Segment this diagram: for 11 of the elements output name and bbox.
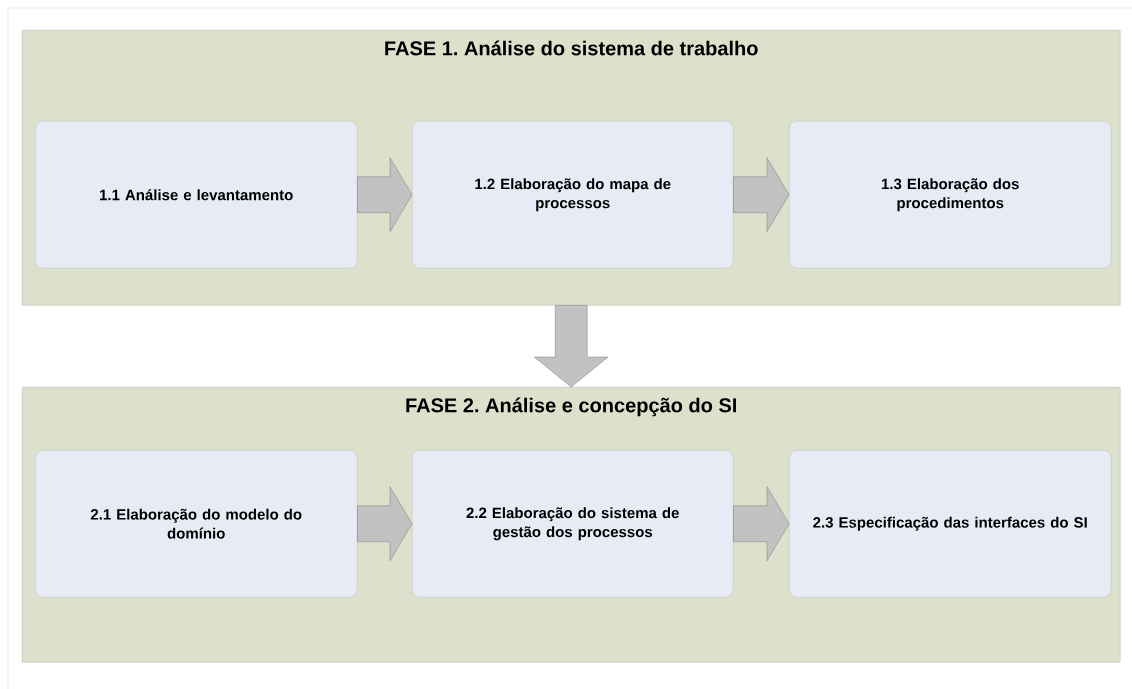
block-arrow (733, 486, 790, 561)
process-box: 1.2 Elaboração do mapa de processos (412, 121, 734, 269)
process-box: 2.2 Elaboração do sistema de gestão dos processos (412, 450, 734, 598)
process-box: 2.1 Elaboração do modelo do domínio (35, 450, 358, 598)
block-arrow (357, 486, 413, 561)
block-arrow (357, 157, 413, 232)
block-arrow (534, 305, 609, 388)
block-arrow (733, 157, 790, 232)
process-box: 1.1 Análise e levantamento (35, 121, 358, 269)
process-box: 2.3 Especificação das interfaces do SI (789, 450, 1112, 598)
process-box: 1.3 Elaboração dos procedimentos (789, 121, 1112, 269)
